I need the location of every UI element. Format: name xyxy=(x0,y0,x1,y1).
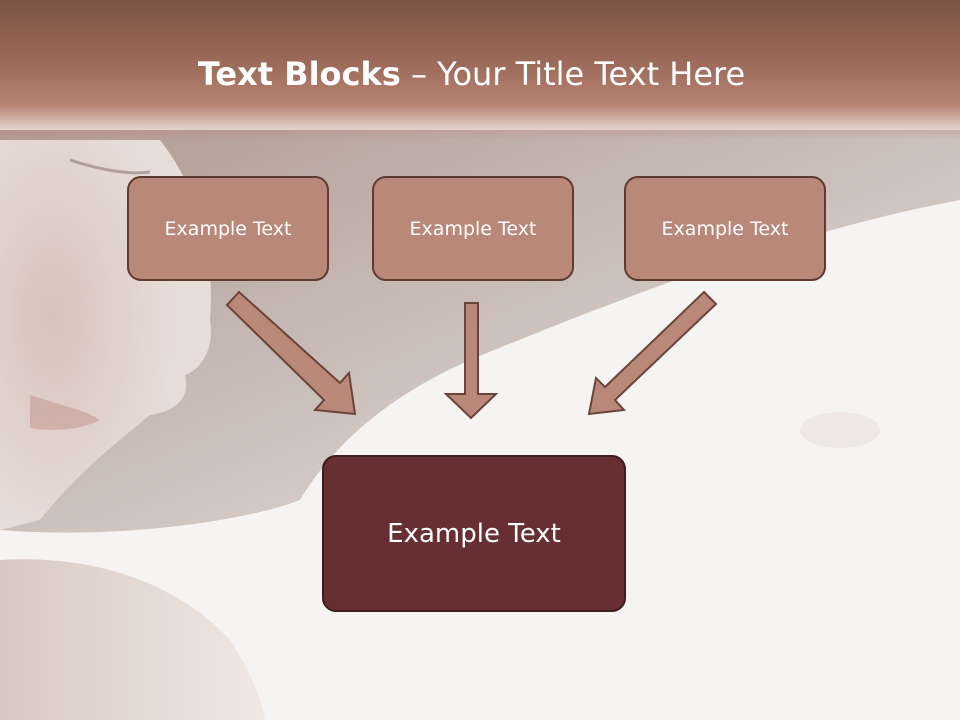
text-block-top-right[interactable]: Example Text xyxy=(624,176,826,281)
text-block-label: Example Text xyxy=(387,518,561,549)
text-block-label: Example Text xyxy=(409,217,537,240)
text-block-label: Example Text xyxy=(661,217,789,240)
title-bold-text: Text Blocks xyxy=(197,55,401,93)
text-block-top-left[interactable]: Example Text xyxy=(127,176,329,281)
text-block-bottom-center[interactable]: Example Text xyxy=(322,455,626,612)
title-band xyxy=(0,0,960,140)
title-separator: – xyxy=(400,55,438,93)
text-block-label: Example Text xyxy=(164,217,292,240)
slide-title: Text Blocks – Your Title Text Here xyxy=(0,52,943,96)
text-block-top-center[interactable]: Example Text xyxy=(372,176,574,281)
title-rest-text: Your Title Text Here xyxy=(437,55,746,93)
